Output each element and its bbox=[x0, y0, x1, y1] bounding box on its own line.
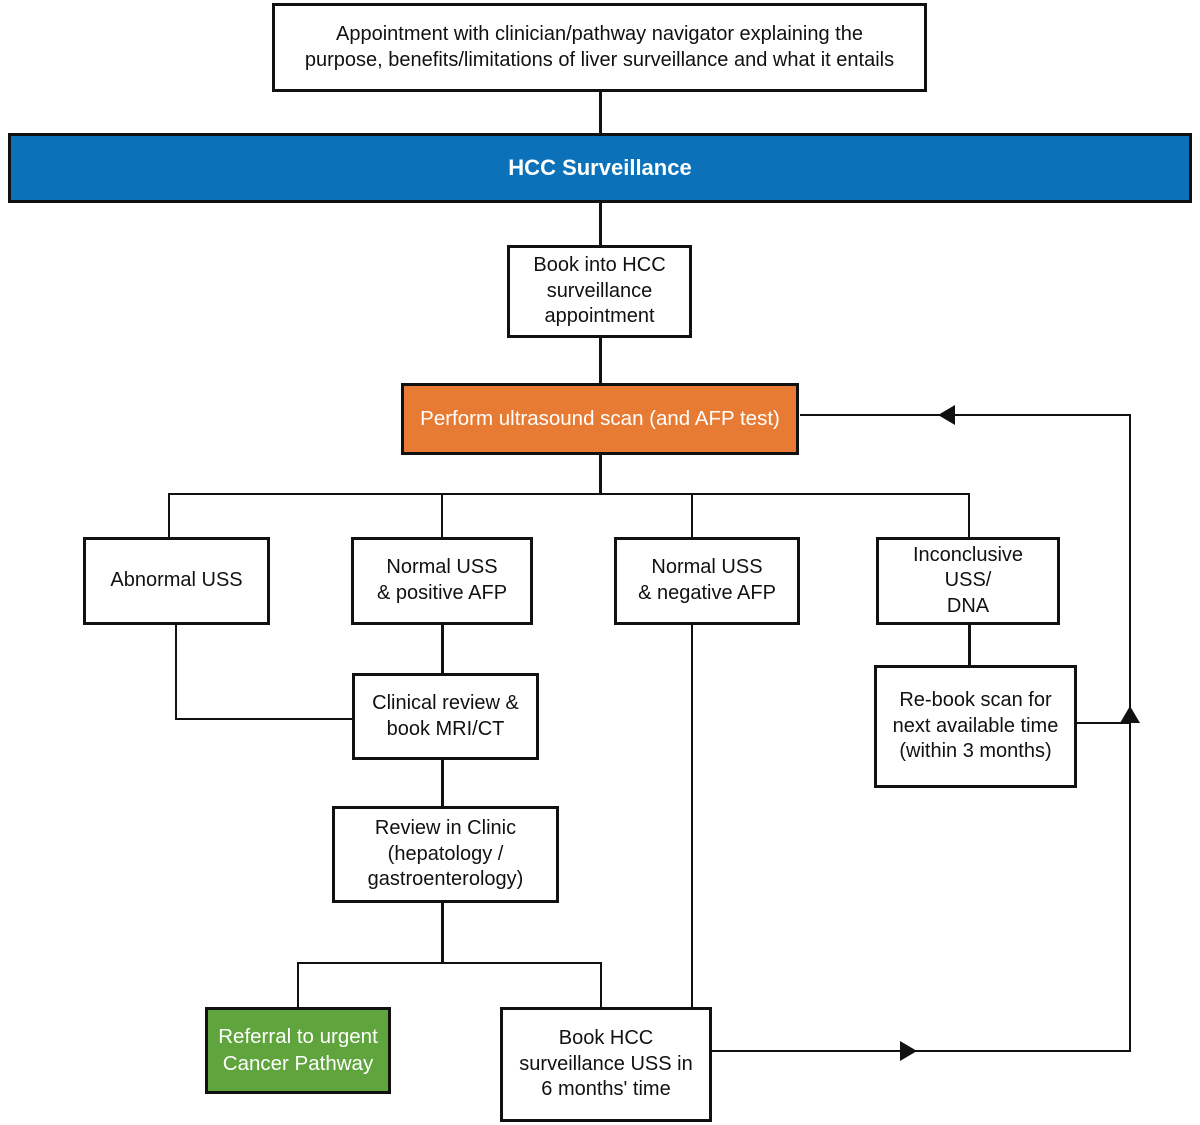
connector-rebook-to-loop bbox=[1076, 722, 1131, 724]
node-appointment-line1: Appointment with clinician/pathway navig… bbox=[336, 22, 863, 45]
node-book-six-months-line2: surveillance USS in bbox=[519, 1052, 693, 1075]
node-normal-uss-positive-afp[interactable]: Normal USS & positive AFP bbox=[351, 537, 533, 625]
node-appointment[interactable]: Appointment with clinician/pathway navig… bbox=[272, 3, 927, 92]
connector-abnormal-down bbox=[175, 625, 177, 720]
node-book-into-line3: appointment bbox=[544, 305, 655, 328]
node-normal-positive-line1: Normal USS bbox=[386, 556, 498, 579]
banner-label: HCC Surveillance bbox=[508, 154, 692, 180]
connector-banner-to-book-into bbox=[599, 203, 602, 245]
node-perform-ultrasound-scan[interactable]: Perform ultrasound scan (and AFP test) bbox=[401, 383, 799, 455]
node-referral-line2: Cancer Pathway bbox=[222, 1051, 374, 1075]
node-normal-positive-line2: & positive AFP bbox=[376, 582, 508, 604]
node-book-six-months-line1: Book HCC bbox=[558, 1027, 654, 1050]
node-clinical-review-line2: book MRI/CT bbox=[386, 717, 505, 740]
arrowhead-loop-right-icon bbox=[900, 1041, 917, 1061]
node-referral-line1: Referral to urgent bbox=[218, 1025, 378, 1049]
connector-book-six-months-to-loop bbox=[712, 1050, 1131, 1052]
node-book-into-line2: surveillance bbox=[546, 279, 653, 302]
node-review-clinic-line1: Review in Clinic bbox=[374, 817, 517, 840]
node-clinical-review-book-mri-ct[interactable]: Clinical review & book MRI/CT bbox=[352, 673, 539, 760]
connector-perform-uss-stem bbox=[599, 455, 602, 495]
connector-distributor-bar bbox=[168, 493, 970, 495]
node-normal-negative-line2: & negative AFP bbox=[638, 582, 776, 604]
arrowhead-into-perform-uss-icon bbox=[938, 405, 955, 425]
connector-normal-positive-to-clinical-review bbox=[441, 625, 444, 673]
connector-drop-abnormal bbox=[168, 493, 170, 537]
connector-drop-referral bbox=[297, 962, 299, 1007]
connector-loop-vertical-lower bbox=[1129, 722, 1131, 1052]
node-abnormal-uss[interactable]: Abnormal USS bbox=[83, 537, 270, 625]
node-abnormal-uss-label: Abnormal USS bbox=[110, 569, 243, 592]
node-rebook-scan[interactable]: Re-book scan for next available time (wi… bbox=[874, 665, 1077, 788]
connector-abnormal-to-clinical-review bbox=[175, 718, 353, 720]
node-hcc-surveillance-banner[interactable]: HCC Surveillance bbox=[8, 133, 1192, 203]
node-inconclusive-uss-dna[interactable]: Inconclusive USS/ DNA bbox=[876, 537, 1060, 625]
node-book-six-months-line3: 6 months' time bbox=[541, 1078, 671, 1101]
node-review-clinic-line2: (hepatology / bbox=[387, 842, 504, 865]
node-appointment-line2: purpose, benefits/limitations of liver s… bbox=[304, 48, 895, 71]
connector-loop-top-into-perform-uss bbox=[800, 414, 1131, 416]
node-rebook-line3: (within 3 months) bbox=[899, 740, 1052, 763]
connector-drop-inconclusive bbox=[968, 493, 970, 537]
node-inconclusive-line1: Inconclusive USS/ bbox=[912, 543, 1024, 592]
node-clinical-review-line1: Clinical review & bbox=[372, 691, 519, 714]
node-normal-negative-line1: Normal USS bbox=[651, 556, 763, 579]
node-normal-uss-negative-afp[interactable]: Normal USS & negative AFP bbox=[614, 537, 800, 625]
node-perform-uss-label: Perform ultrasound scan (and AFP test) bbox=[420, 406, 780, 430]
node-book-hcc-six-months[interactable]: Book HCC surveillance USS in 6 months' t… bbox=[500, 1007, 712, 1122]
connector-drop-book-six-months bbox=[600, 962, 602, 1007]
node-book-into-line1: Book into HCC bbox=[533, 254, 666, 277]
node-referral-urgent-cancer-pathway[interactable]: Referral to urgent Cancer Pathway bbox=[205, 1007, 391, 1094]
node-review-in-clinic[interactable]: Review in Clinic (hepatology / gastroent… bbox=[332, 806, 559, 903]
connector-clinical-review-to-review-clinic bbox=[441, 760, 444, 806]
arrowhead-loop-up-icon bbox=[1120, 706, 1140, 723]
connector-review-clinic-split-bar bbox=[297, 962, 602, 964]
connector-normal-negative-to-book-six-months bbox=[691, 625, 693, 1007]
connector-drop-normal-negative bbox=[691, 493, 693, 537]
connector-review-clinic-stem bbox=[441, 903, 444, 964]
connector-inconclusive-to-rebook bbox=[968, 625, 971, 665]
node-rebook-line2: next available time bbox=[892, 714, 1059, 737]
node-review-clinic-line3: gastroenterology) bbox=[367, 868, 524, 891]
connector-book-into-to-perform-uss bbox=[599, 338, 602, 383]
connector-appointment-to-banner bbox=[599, 92, 602, 136]
connector-loop-vertical-upper bbox=[1129, 414, 1131, 724]
node-rebook-line1: Re-book scan for bbox=[899, 689, 1052, 712]
connector-drop-normal-positive bbox=[441, 493, 443, 537]
node-inconclusive-line2: DNA bbox=[946, 594, 990, 617]
node-book-into-surveillance[interactable]: Book into HCC surveillance appointment bbox=[507, 245, 692, 338]
